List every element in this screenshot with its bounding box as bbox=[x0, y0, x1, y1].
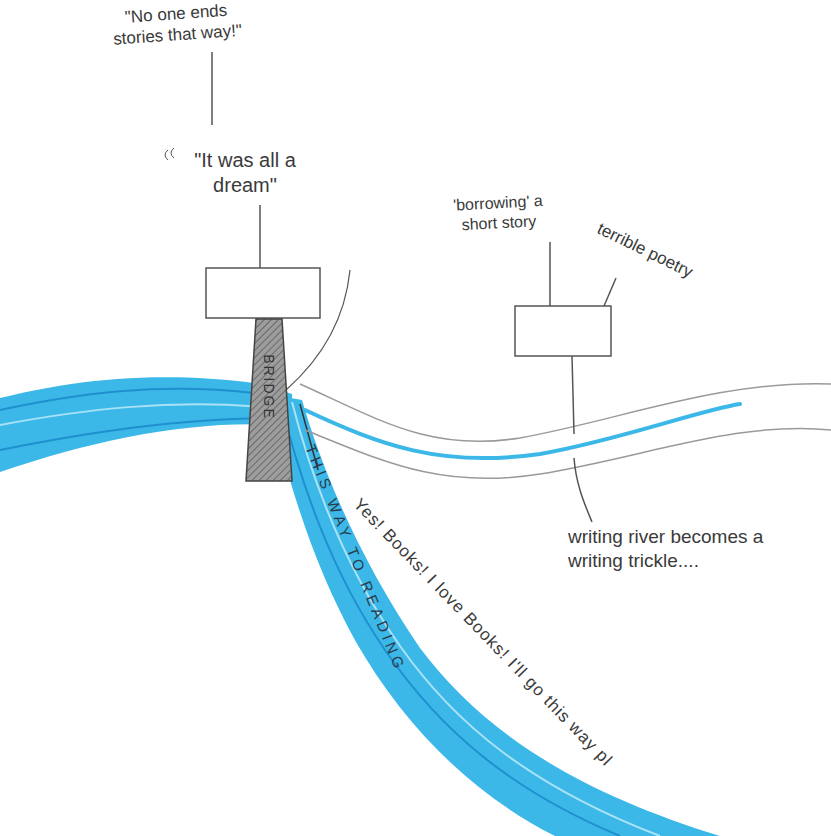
signpost-board bbox=[206, 268, 320, 318]
handwritten-note: 'borrowing' a short story bbox=[445, 191, 552, 236]
writing-trickle bbox=[305, 404, 740, 458]
bridge-label: BRIDGE bbox=[261, 354, 277, 420]
leader-line bbox=[211, 52, 213, 125]
handwritten-note: THIS WAY TO READING bbox=[301, 442, 442, 755]
signpost-board bbox=[515, 306, 611, 356]
leader-line bbox=[549, 242, 551, 306]
handwritten-note: "It was all a dream" bbox=[170, 148, 320, 198]
sign-post bbox=[572, 356, 574, 434]
leader-line bbox=[604, 278, 616, 306]
river-reading bbox=[268, 394, 720, 836]
quote-mark bbox=[165, 148, 174, 160]
handwritten-note: "No one ends stories that way!" bbox=[108, 0, 246, 50]
river-stroke bbox=[0, 418, 280, 450]
river-stroke bbox=[0, 404, 275, 425]
river-outline bbox=[300, 384, 831, 442]
leader-line bbox=[286, 270, 350, 390]
sign-post bbox=[259, 205, 261, 268]
bridge-outline bbox=[246, 319, 292, 481]
river-outline bbox=[305, 428, 831, 478]
leader-line bbox=[574, 458, 592, 522]
handwritten-note: writing river becomes a writing trickle.… bbox=[568, 525, 803, 573]
bridge-node: BRIDGE bbox=[244, 318, 294, 482]
river-stroke bbox=[280, 400, 620, 836]
handwritten-note: terrible poetry bbox=[594, 218, 729, 298]
